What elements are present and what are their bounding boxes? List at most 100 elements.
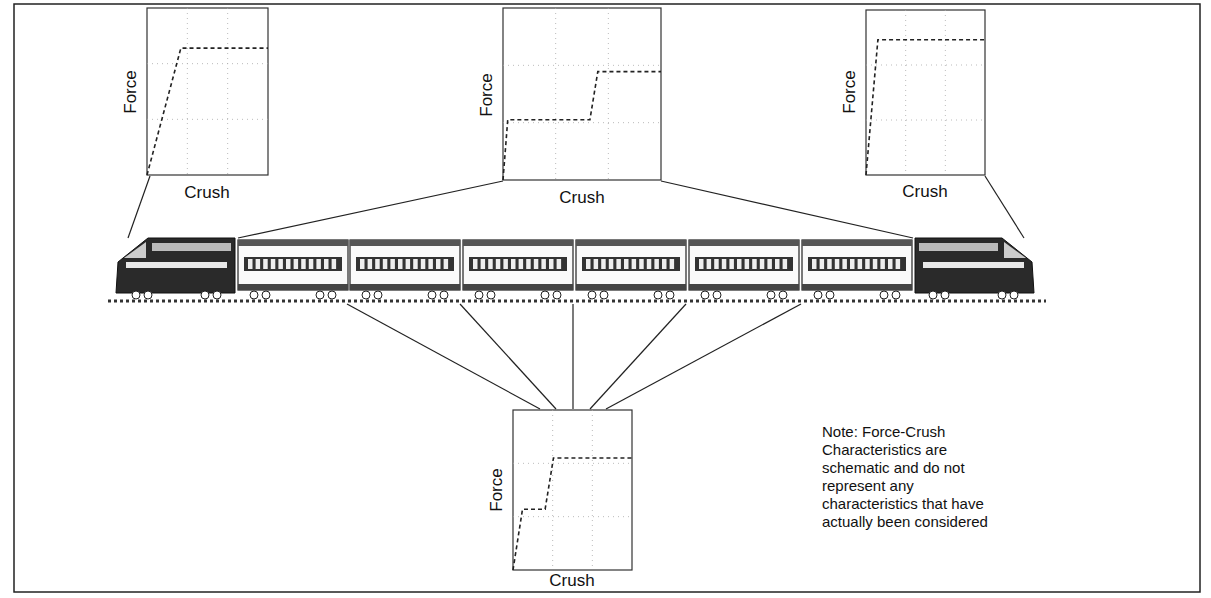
wheel [713,291,721,299]
axis-label: Force [477,73,497,116]
wheel [475,291,483,299]
track [108,300,1046,303]
coach-window [760,259,765,269]
wheel [328,291,336,299]
cab-window [1004,242,1026,258]
coach-window [511,259,516,269]
coach-window [745,259,750,269]
coach-body [802,240,912,290]
leader-line [128,176,150,238]
coach-window [594,259,599,269]
wheel [316,291,324,299]
leader-line [238,181,503,238]
chart-frame [147,8,268,175]
grid-line [945,10,946,175]
wheel [929,291,937,299]
axis-label: Force [840,70,860,113]
coach-window [271,259,276,269]
coach-window [413,259,418,269]
coach-window [436,259,441,269]
coach-window [827,259,832,269]
grid-line [503,122,661,123]
locomotive-body [915,238,1034,293]
wheel [701,291,709,299]
leader-line [661,181,913,238]
coach-body [350,240,460,290]
force-crush-curve [866,40,985,175]
coach-window [586,259,591,269]
grid-line [592,410,593,570]
wheel [201,291,209,299]
roof-band [919,243,998,251]
coach-window [662,259,667,269]
coach-window [368,259,373,269]
coach-window [557,259,562,269]
wheel [1010,291,1018,299]
coach-roof [576,240,686,246]
chart-frame [866,10,985,175]
wheel [250,291,258,299]
coach-window [503,259,508,269]
wheel [553,291,561,299]
coach-window [624,259,629,269]
coach-window [616,259,621,269]
chart-frame [513,410,632,570]
coach-window [639,259,644,269]
grid-line [866,120,985,121]
coach-window [278,259,283,269]
coach-window [444,259,449,269]
train [108,238,1046,301]
coach-window [324,259,329,269]
coach-roof [350,240,460,246]
coach-window [375,259,380,269]
grid-line [513,463,632,464]
cab-window [124,242,146,258]
passenger-coach [463,240,573,299]
coach-window [398,259,403,269]
coach-window [654,259,659,269]
coach-window [714,259,719,269]
window-band [695,257,793,271]
locomotive [116,238,235,299]
coach-window [812,259,817,269]
wheel [941,291,949,299]
window-band [356,257,454,271]
passenger-coach [238,240,348,299]
coach-window [360,259,365,269]
underframe [802,284,912,290]
window-band [469,257,567,271]
grid-line [147,63,268,64]
window-band [808,257,906,271]
wheel [213,291,221,299]
grid-line [555,8,556,180]
grid-line [608,8,609,180]
frame-border [14,4,1200,592]
wheel [144,291,152,299]
grid-line [227,8,228,175]
wheel [600,291,608,299]
wheel [880,291,888,299]
coach-window [601,259,606,269]
coach-window [707,259,712,269]
wheel [666,291,674,299]
coach-window [286,259,291,269]
wheel [132,291,140,299]
coach-window [752,259,757,269]
axis-label: Crush [549,571,594,591]
coach-window [481,259,486,269]
wheel [362,291,370,299]
wheel [440,291,448,299]
coach-body [689,240,799,290]
wheel [654,291,662,299]
coach-window [428,259,433,269]
window-band [244,257,342,271]
coach-body [576,240,686,290]
underframe [463,284,573,290]
coach-window [873,259,878,269]
wheel [767,291,775,299]
axis-label: Force [121,70,141,113]
coach-window [865,259,870,269]
force-crush-chart [147,8,268,175]
wheel [998,291,1006,299]
